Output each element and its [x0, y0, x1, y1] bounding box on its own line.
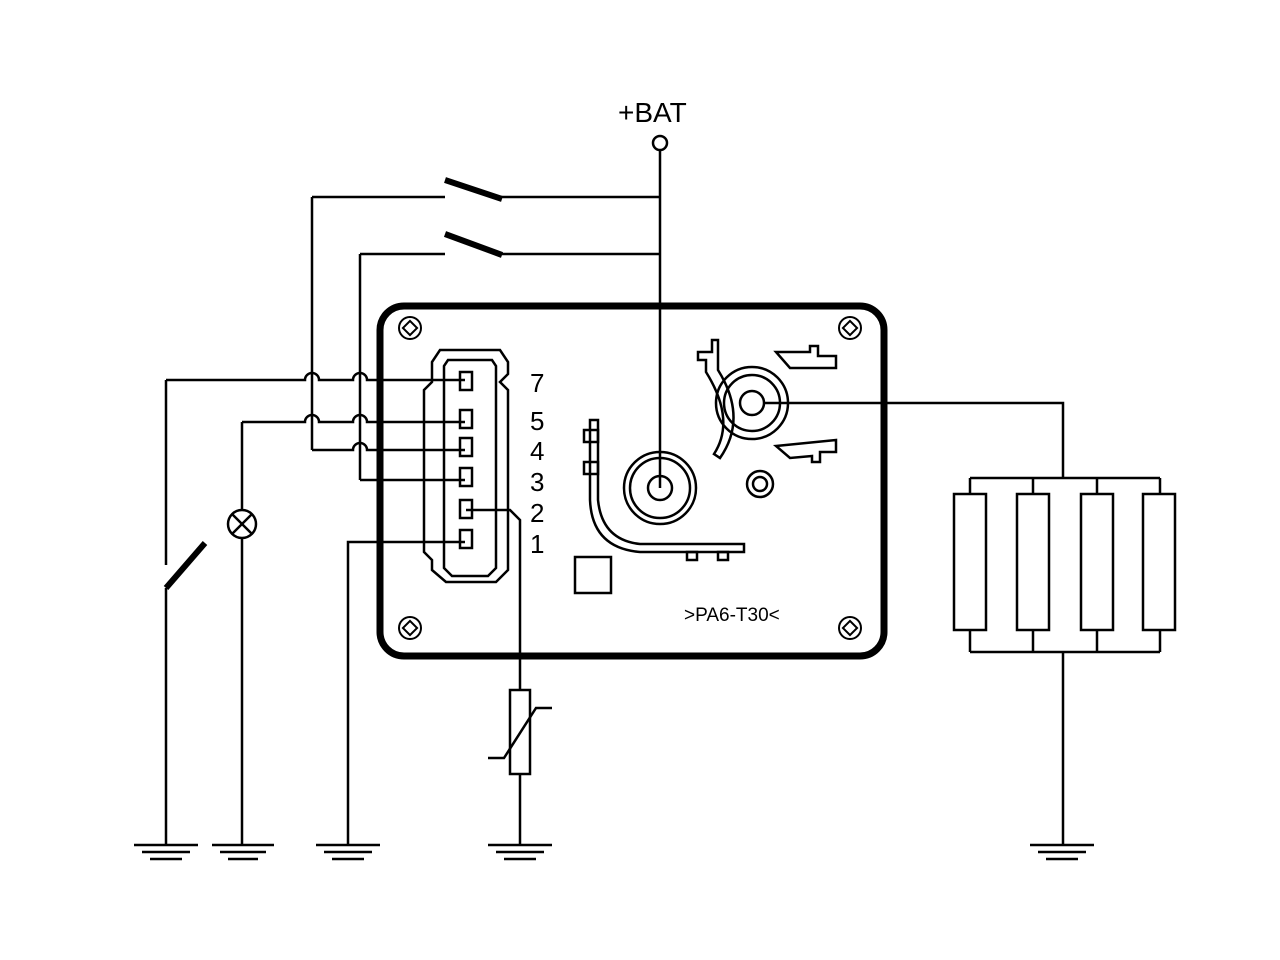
- ground-icon: [316, 843, 380, 861]
- pin-label-2: 2: [530, 498, 544, 528]
- ground-symbols: [134, 843, 1094, 861]
- ground-icon: [1030, 843, 1094, 861]
- battery-stud: [582, 418, 746, 562]
- glow-plug: [1141, 492, 1177, 632]
- pin-label-5: 5: [530, 406, 544, 436]
- pin-label-4: 4: [530, 436, 544, 466]
- ground-icon: [134, 843, 198, 861]
- mounting-screws: [398, 316, 862, 640]
- glow-plug: [952, 492, 988, 632]
- ground-icon: [212, 843, 274, 861]
- pin-label-1: 1: [530, 529, 544, 559]
- connector-block: [422, 348, 510, 584]
- pin-label-7: 7: [530, 368, 544, 398]
- output-stud: [573, 338, 838, 595]
- connector-wires: [164, 371, 522, 845]
- glow-plug-feed-wire: [764, 401, 1065, 478]
- pin-label-3: 3: [530, 467, 544, 497]
- ground-switch: [163, 541, 208, 845]
- lower-switch: [358, 231, 660, 480]
- supply-label: +BAT: [618, 97, 687, 128]
- upper-switch: [310, 177, 660, 450]
- glow-plug-bank: [952, 476, 1177, 845]
- ground-icon: [488, 843, 552, 861]
- temperature-sensor: [488, 688, 552, 845]
- battery-terminal: [651, 134, 669, 152]
- glow-plug: [1079, 492, 1115, 632]
- glow-plug: [1015, 492, 1051, 632]
- warning-lamp: [226, 508, 258, 845]
- module-label: >PA6-T30<: [684, 605, 780, 626]
